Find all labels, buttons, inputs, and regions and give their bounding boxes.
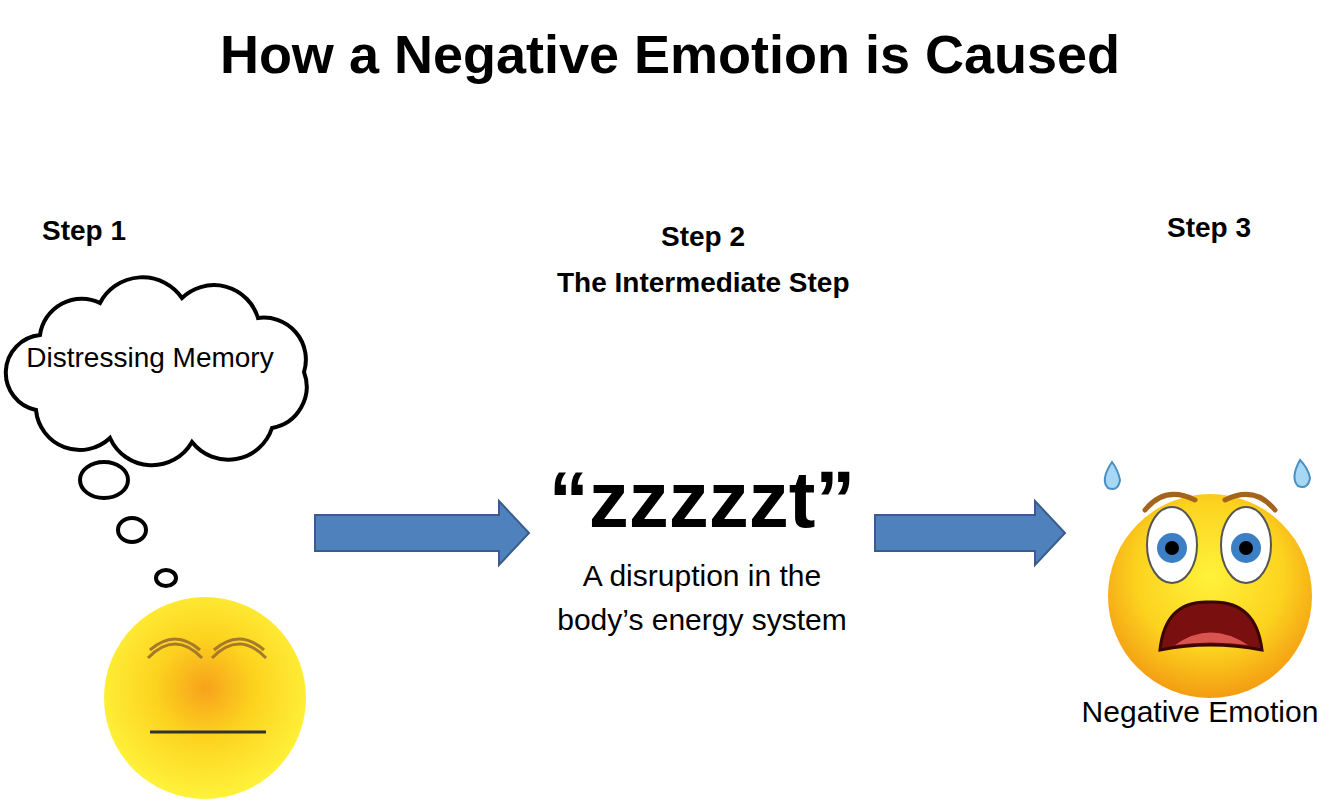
diagram-title: How a Negative Emotion is Caused (0, 22, 1340, 87)
closed-eye (148, 639, 202, 658)
tongue (1175, 633, 1248, 646)
eye (1221, 507, 1271, 583)
tear (1105, 462, 1120, 489)
neutral-face (104, 597, 306, 799)
zap-sound-text: “zzzzzt” (537, 458, 867, 542)
closed-eye (212, 639, 266, 658)
disruption-text: A disruption in the body’s energy system (537, 554, 867, 641)
tear (1294, 460, 1310, 487)
emotion-text: Negative Emotion (1052, 689, 1340, 734)
step-label: Step 1 (42, 214, 126, 248)
iris (1157, 533, 1187, 563)
scared-face (1108, 494, 1312, 698)
pupil (1239, 541, 1253, 555)
thought-bubble (118, 518, 146, 542)
iris (1231, 533, 1261, 563)
scared-face-node: Negative Emotion (1065, 440, 1335, 795)
step-label: Step 2 (661, 220, 745, 254)
step-label: The Intermediate Step (557, 266, 850, 300)
pupil (1165, 541, 1179, 555)
node-illustration (1065, 440, 1335, 795)
block-arrow (315, 501, 529, 565)
step-label: Step 3 (1167, 211, 1251, 245)
eye (1147, 507, 1197, 583)
thought-bubble (80, 462, 128, 498)
flat-mouth (150, 731, 266, 734)
open-mouth (1160, 602, 1262, 650)
block-arrow (875, 501, 1065, 565)
thought-cloud-node: Distressing Memory (0, 290, 315, 800)
memory-text: Distressing Memory (0, 335, 300, 381)
disruption-node: “zzzzzt” A disruption in the body’s energ… (529, 458, 875, 641)
thought-bubble (156, 570, 176, 586)
